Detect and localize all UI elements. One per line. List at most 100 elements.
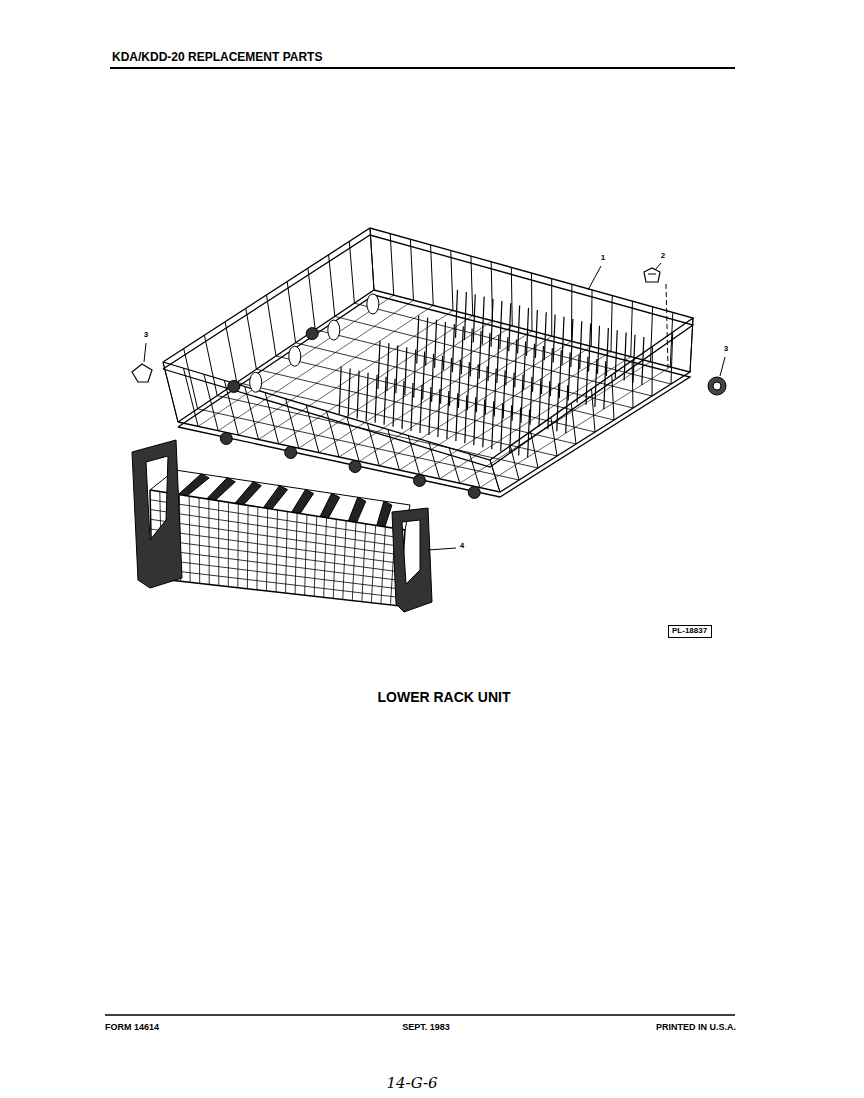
wire bbox=[604, 361, 606, 409]
wire bbox=[295, 513, 297, 594]
wire bbox=[151, 529, 403, 564]
wire bbox=[509, 303, 511, 351]
wire bbox=[467, 362, 469, 410]
wire bbox=[184, 349, 198, 409]
wire bbox=[606, 328, 608, 376]
rack-wheel bbox=[414, 475, 426, 487]
wire bbox=[577, 355, 579, 403]
wire bbox=[557, 383, 559, 431]
wire bbox=[366, 373, 368, 421]
wire bbox=[396, 345, 398, 393]
wire bbox=[497, 335, 499, 383]
wire bbox=[458, 360, 460, 408]
wire bbox=[479, 331, 481, 379]
wire bbox=[443, 322, 445, 370]
wire bbox=[571, 319, 573, 367]
assembly-line bbox=[666, 284, 668, 368]
wire bbox=[451, 251, 453, 311]
wire bbox=[633, 335, 635, 383]
leader-line bbox=[588, 266, 601, 290]
wire bbox=[218, 300, 413, 431]
wire bbox=[652, 346, 653, 396]
wire bbox=[370, 228, 374, 290]
leader-line bbox=[428, 548, 456, 550]
wire bbox=[259, 311, 454, 440]
lower-rack bbox=[163, 228, 693, 498]
leader-line bbox=[720, 357, 725, 376]
wire bbox=[473, 294, 475, 342]
wire bbox=[327, 411, 340, 457]
wire bbox=[592, 389, 596, 432]
callout-number: 4 bbox=[460, 542, 464, 551]
wire bbox=[237, 504, 238, 588]
wire bbox=[624, 333, 626, 381]
wire bbox=[349, 241, 354, 303]
wire bbox=[265, 393, 278, 444]
wire bbox=[359, 336, 552, 461]
wire bbox=[218, 501, 219, 586]
callout-number: 1 bbox=[601, 254, 605, 263]
plate-number: PL-18837 bbox=[672, 627, 708, 636]
callout-number: 3 bbox=[724, 345, 728, 354]
rack-rim bbox=[178, 295, 690, 497]
wire bbox=[551, 279, 552, 337]
print-date: SEPT. 1983 bbox=[402, 1023, 450, 1033]
wire bbox=[521, 375, 523, 423]
plate-support bbox=[328, 320, 340, 340]
wire bbox=[452, 324, 454, 372]
wire bbox=[533, 344, 535, 392]
handwritten-note: 14-G-6 bbox=[386, 1075, 437, 1092]
basket-divider bbox=[263, 486, 287, 510]
wire bbox=[152, 558, 402, 589]
wire bbox=[580, 321, 582, 369]
silverware-basket bbox=[132, 440, 432, 612]
plate-support bbox=[367, 294, 379, 314]
rack-wheel-hub bbox=[713, 382, 721, 390]
wire bbox=[548, 381, 550, 429]
wire bbox=[501, 403, 503, 451]
wire bbox=[589, 324, 591, 372]
wire bbox=[432, 354, 434, 402]
wire bbox=[387, 343, 389, 391]
wire bbox=[163, 362, 178, 422]
wire bbox=[286, 399, 299, 449]
wire bbox=[306, 405, 319, 453]
rack-clip-detail bbox=[648, 274, 656, 275]
wire bbox=[566, 385, 568, 433]
wire bbox=[515, 339, 517, 387]
wire bbox=[511, 267, 513, 326]
wire bbox=[286, 512, 288, 594]
wire bbox=[527, 308, 529, 356]
wire bbox=[494, 368, 496, 416]
wire bbox=[305, 515, 307, 596]
wire bbox=[378, 341, 380, 389]
basket-divider bbox=[178, 474, 209, 497]
wire bbox=[410, 239, 413, 300]
wire bbox=[553, 315, 555, 363]
wire bbox=[550, 348, 552, 396]
wire bbox=[492, 401, 494, 449]
wire bbox=[267, 295, 277, 356]
wire bbox=[431, 245, 434, 306]
wire bbox=[411, 383, 413, 431]
wire bbox=[151, 519, 404, 555]
rack-clip bbox=[644, 268, 660, 282]
wire bbox=[690, 318, 693, 372]
leader-line bbox=[655, 263, 661, 270]
wire bbox=[276, 510, 278, 592]
wire bbox=[324, 518, 327, 598]
wire bbox=[591, 290, 593, 347]
wire bbox=[447, 391, 449, 439]
wire bbox=[417, 315, 419, 363]
wire bbox=[405, 347, 407, 395]
wire bbox=[375, 375, 377, 423]
wire bbox=[245, 387, 259, 440]
wire bbox=[482, 297, 484, 345]
wire bbox=[150, 500, 404, 539]
rack-wheel bbox=[306, 328, 318, 340]
wire bbox=[488, 333, 490, 381]
wire bbox=[152, 568, 401, 597]
wire bbox=[408, 436, 419, 475]
wire bbox=[562, 317, 564, 365]
wire bbox=[352, 522, 356, 600]
